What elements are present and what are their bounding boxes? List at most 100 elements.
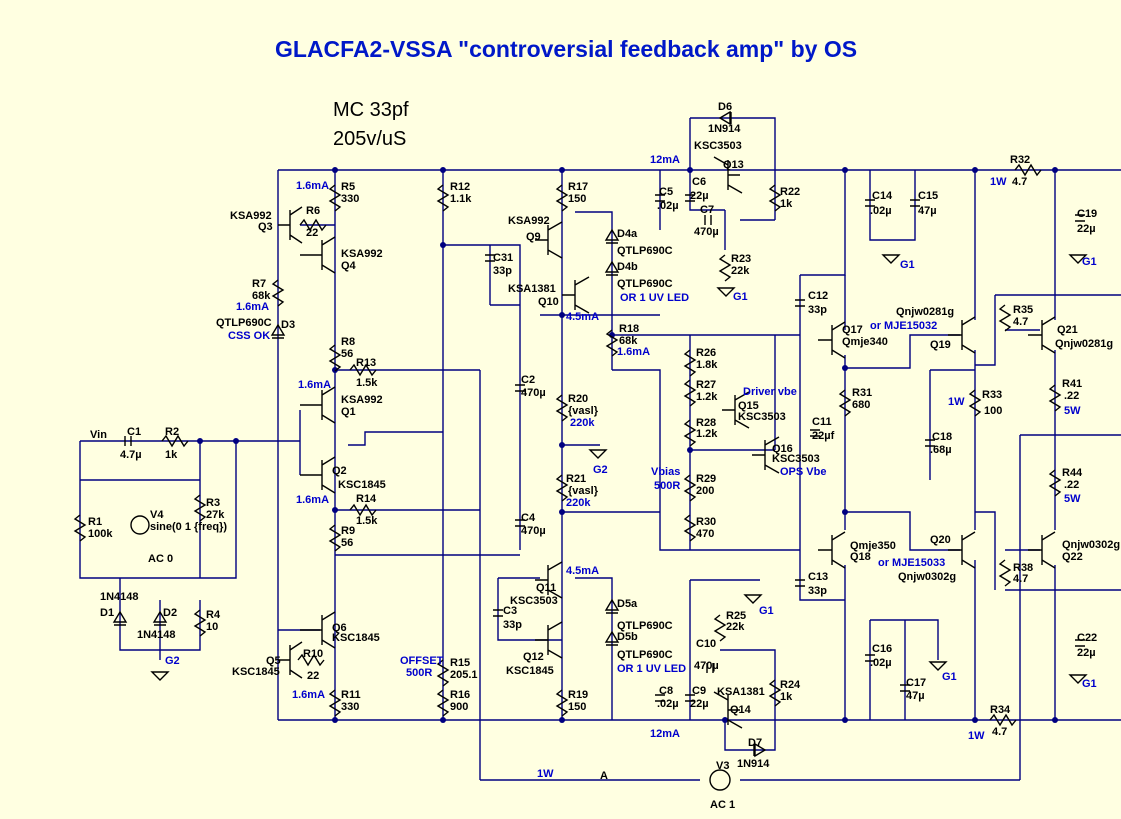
label-r2-val: 1k — [165, 449, 178, 461]
label-r22-val: 1k — [780, 198, 793, 210]
label-v4-val: sine(0 1 {freq}) — [150, 521, 227, 533]
annot-gnd-g1-a: G1 — [733, 291, 748, 303]
label-q18-ref: Q18 — [850, 551, 871, 563]
symbols — [73, 110, 1088, 791]
label-r19-val: 150 — [568, 701, 586, 713]
note-slew: 205v/uS — [333, 128, 406, 150]
annot-w-v3: 1W — [537, 768, 554, 780]
label-q16-val: KSC3503 — [772, 453, 820, 465]
label-q4-val: KSA992 — [341, 248, 383, 260]
label-d5a-val: QTLP690C — [617, 620, 673, 632]
label-d4b-val: QTLP690C — [617, 278, 673, 290]
label-q14-ref: Q14 — [730, 704, 752, 716]
label-q22-ref: Q22 — [1062, 551, 1083, 563]
label-r1-val: 100k — [88, 528, 113, 540]
label-q10-val: KSA1381 — [508, 283, 556, 295]
annot-gnd-g2-left: G2 — [165, 655, 180, 667]
title-group: GLACFA2-VSSA "controversial feedback amp… — [275, 36, 857, 150]
label-q2-val: KSC1845 — [338, 479, 386, 491]
annot-gnd-g1-f: G1 — [1082, 678, 1097, 690]
label-r17-val: 150 — [568, 193, 586, 205]
label-r26-ref: R26 — [696, 347, 716, 359]
label-q3-val: KSA992 — [230, 210, 272, 222]
label-r3-val: 27k — [206, 509, 225, 521]
annot-i-r7: 1.6mA — [236, 301, 269, 313]
junctions — [197, 167, 1058, 723]
label-r14-ref: R14 — [356, 493, 377, 505]
label-c19-ref: C19 — [1077, 208, 1097, 220]
label-r6-val: 22 — [306, 227, 318, 239]
label-r13-val: 1.5k — [356, 377, 378, 389]
label-q17-ref: Q17 — [842, 324, 863, 336]
component-labels: Vin C1 4.7µ R2 1k R1 100k V4 sine(0 1 {f… — [88, 101, 1120, 811]
annot-gnd-g1-d: G1 — [942, 671, 957, 683]
label-r5-val: 330 — [341, 193, 359, 205]
label-d1-ref: D1 — [100, 607, 114, 619]
label-c31-val: 33p — [493, 265, 512, 277]
label-q6-val: KSC1845 — [332, 632, 380, 644]
label-r28-ref: R28 — [696, 417, 716, 429]
label-d7-ref: D7 — [748, 737, 762, 749]
label-vbias-ref: Vbias — [651, 466, 680, 478]
label-r31-val: 680 — [852, 399, 870, 411]
current-annotations: 1.6mA 1.6mA 1.6mA 1.6mA 1.6mA 4.5mA 4.5m… — [165, 154, 1097, 782]
label-c1-ref: C1 — [127, 426, 141, 438]
label-q17-val: Qmje340 — [842, 336, 888, 348]
label-c9-val: 22µ — [690, 698, 709, 710]
label-r34-ref: R34 — [990, 704, 1011, 716]
label-q3-ref: Q3 — [258, 221, 273, 233]
label-r33-ref: R33 — [982, 389, 1002, 401]
label-c18-val: .68µ — [930, 444, 952, 456]
label-d5b-val: QTLP690C — [617, 649, 673, 661]
label-r11-val: 330 — [341, 701, 359, 713]
label-q12-val: KSC1845 — [506, 665, 554, 677]
input-label: Vin — [90, 429, 107, 441]
label-r24-val: 1k — [780, 691, 793, 703]
label-d1-val: 1N4148 — [100, 591, 139, 603]
label-r13-ref: R13 — [356, 357, 376, 369]
label-r20-note: 220k — [570, 417, 595, 429]
label-v4-ac: AC 0 — [148, 553, 173, 565]
label-r33-val: 100 — [984, 405, 1002, 417]
label-c2-ref: C2 — [521, 374, 535, 386]
label-r7-ref: R7 — [252, 278, 266, 290]
annot-i-q1: 1.6mA — [298, 379, 331, 391]
label-r23-val: 22k — [731, 265, 750, 277]
label-r31-ref: R31 — [852, 387, 872, 399]
label-q11-ref: Q11 — [536, 582, 556, 594]
label-r4-val: 10 — [206, 621, 218, 633]
label-q1-val: KSA992 — [341, 394, 383, 406]
label-c14-val: .02µ — [870, 205, 892, 217]
label-r44-val: .22 — [1064, 479, 1079, 491]
label-q18-val: Qmje350 — [850, 540, 896, 552]
label-r8-ref: R8 — [341, 336, 355, 348]
label-r25-val: 22k — [726, 621, 745, 633]
label-r10-ref: R10 — [303, 648, 323, 660]
label-r18-val: 68k — [619, 335, 638, 347]
label-r41-note: 5W — [1064, 405, 1081, 417]
label-r15-val: 205.1 — [450, 669, 478, 681]
label-r44-note: 5W — [1064, 493, 1081, 505]
label-c14-ref: C14 — [872, 190, 893, 202]
label-c13-ref: C13 — [808, 571, 828, 583]
label-c15-val: 47µ — [918, 205, 937, 217]
label-q6-ref: Q6 — [332, 622, 347, 634]
label-r8-val: 56 — [341, 348, 353, 360]
annot-node-a: A — [600, 770, 608, 782]
label-c8-val: .02µ — [657, 698, 679, 710]
label-r41-ref: R41 — [1062, 378, 1082, 390]
label-c31-ref: C31 — [493, 252, 513, 264]
label-r9-ref: R9 — [341, 525, 355, 537]
label-d2-val: 1N4148 — [137, 629, 176, 641]
label-r29-ref: R29 — [696, 473, 716, 485]
label-q22-val: Qnjw0302g — [1062, 539, 1120, 551]
label-offset-ref: OFFSET — [400, 655, 444, 667]
label-d5a-ref: D5a — [617, 598, 638, 610]
annot-gnd-g1-e: G1 — [1082, 256, 1097, 268]
label-r14-val: 1.5k — [356, 515, 378, 527]
label-r26-val: 1.8k — [696, 359, 718, 371]
label-r12-val: 1.1k — [450, 193, 472, 205]
label-r1-ref: R1 — [88, 516, 102, 528]
annot-i-q10: 4.5mA — [566, 311, 599, 323]
